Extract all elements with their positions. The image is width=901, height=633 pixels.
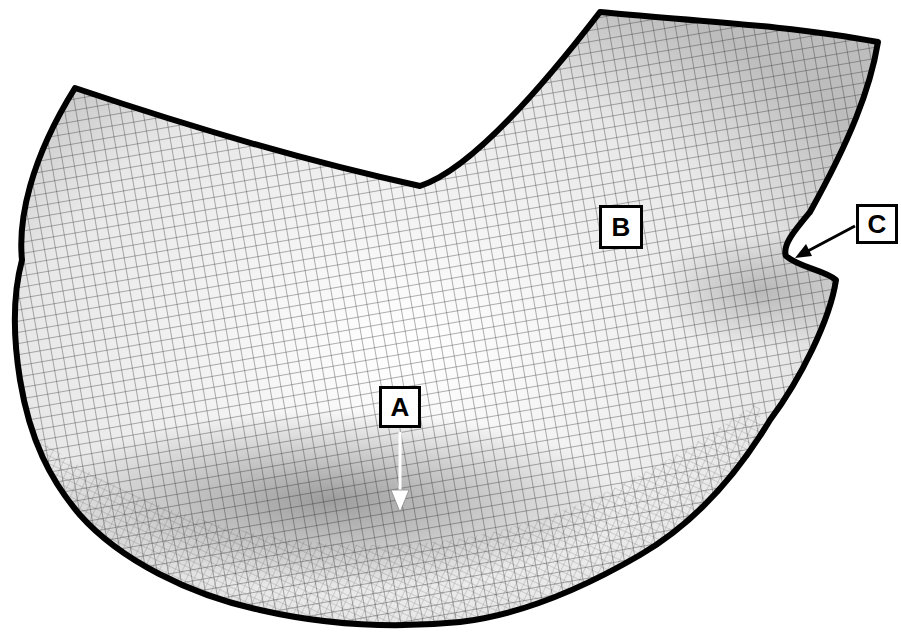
callout-box: B (599, 205, 643, 249)
callout-letter: A (391, 394, 410, 420)
callout-box: C (856, 204, 898, 244)
leader-arrow (795, 226, 855, 258)
callout-letter: B (612, 214, 631, 240)
leader-arrow (391, 432, 409, 512)
callout-letter: C (868, 211, 887, 237)
callout-box: A (379, 386, 421, 428)
